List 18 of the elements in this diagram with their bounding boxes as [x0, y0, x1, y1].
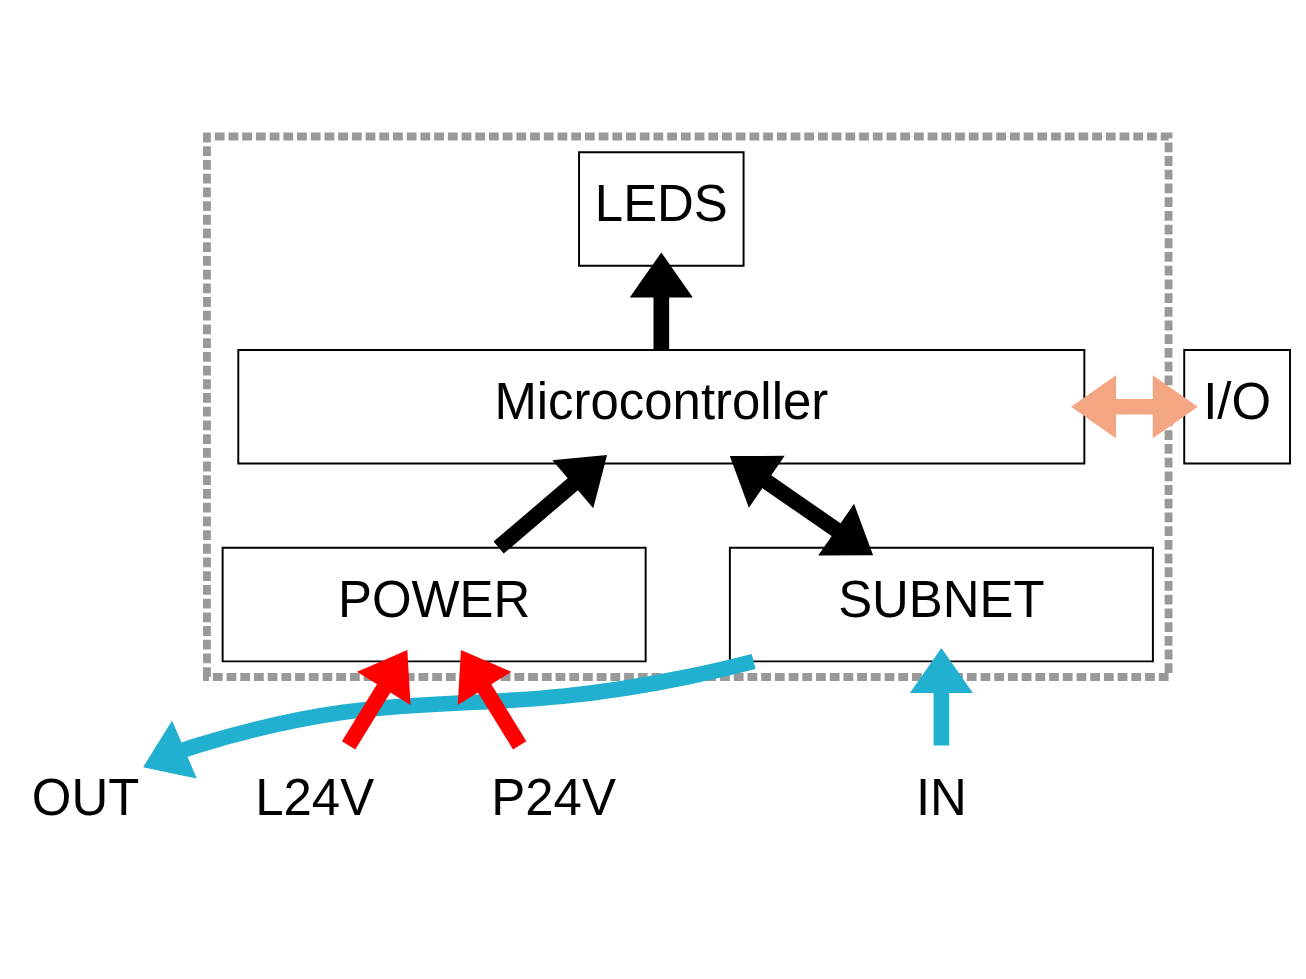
cluster	[203, 132, 1173, 681]
node-box: Microcontroller	[237, 348, 1086, 465]
arrow	[143, 653, 756, 778]
arrow	[1071, 374, 1198, 438]
node-box: POWER	[221, 546, 647, 662]
node-box: I/O	[1183, 348, 1291, 465]
arrow	[909, 647, 973, 745]
arrow	[729, 455, 874, 556]
arrow	[341, 649, 411, 749]
node-text: OUT	[31, 768, 140, 826]
node-text: P24V	[491, 768, 616, 826]
node-box: LEDS	[578, 150, 745, 267]
node-box: SUBNET	[728, 546, 1154, 662]
arrow	[457, 649, 527, 749]
arrow	[629, 251, 693, 350]
node-text: L24V	[255, 768, 375, 826]
arrow	[493, 454, 608, 554]
node-text: IN	[915, 768, 967, 826]
